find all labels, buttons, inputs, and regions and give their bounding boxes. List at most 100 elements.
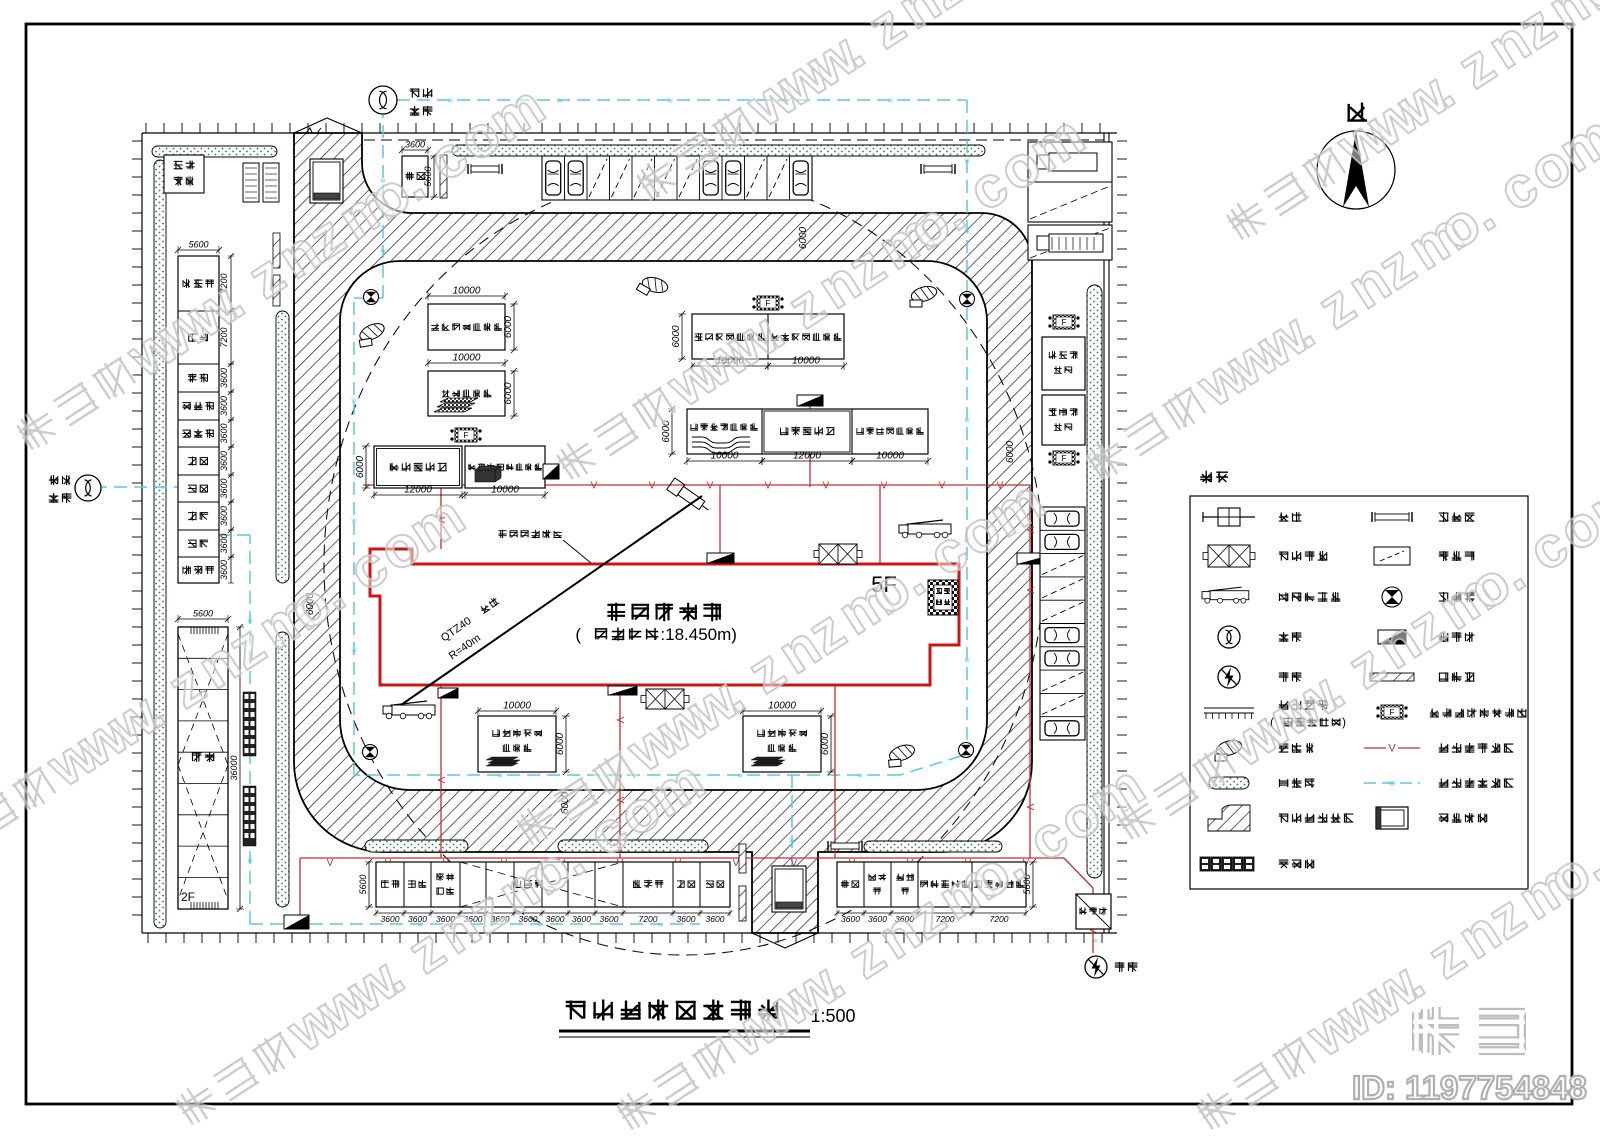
svg-text:2F: 2F xyxy=(181,890,195,904)
svg-text:5600: 5600 xyxy=(423,166,433,186)
svg-text:3600: 3600 xyxy=(841,914,860,924)
svg-text:V: V xyxy=(614,797,625,804)
svg-text:w: w xyxy=(246,618,253,625)
svg-text:7200: 7200 xyxy=(936,914,955,924)
svg-text:3600: 3600 xyxy=(219,423,229,443)
svg-text:w: w xyxy=(963,658,970,665)
svg-text:V: V xyxy=(435,777,446,784)
svg-text:3600: 3600 xyxy=(868,914,887,924)
svg-text:6000: 6000 xyxy=(798,226,809,249)
svg-text:V: V xyxy=(791,858,798,869)
svg-text:w: w xyxy=(656,922,663,929)
svg-text:w: w xyxy=(446,98,453,105)
svg-text:6000: 6000 xyxy=(820,732,831,755)
svg-text:10000: 10000 xyxy=(768,701,796,712)
svg-text:w: w xyxy=(856,773,863,780)
svg-text:6000: 6000 xyxy=(661,420,672,443)
svg-text:10000: 10000 xyxy=(491,485,519,496)
svg-text:6000: 6000 xyxy=(503,382,514,405)
svg-text:(: ( xyxy=(1270,715,1274,729)
svg-text:w: w xyxy=(416,922,423,929)
svg-text:V: V xyxy=(327,858,334,869)
svg-text:3600: 3600 xyxy=(219,451,229,471)
svg-text:V: V xyxy=(997,481,1004,492)
svg-text:w: w xyxy=(788,838,795,845)
svg-text:10000: 10000 xyxy=(716,356,744,367)
svg-text:3600: 3600 xyxy=(572,914,591,924)
svg-text:V: V xyxy=(591,481,598,492)
svg-text:V: V xyxy=(1388,743,1396,755)
svg-text:6000: 6000 xyxy=(355,455,366,478)
svg-text:10000: 10000 xyxy=(503,701,531,712)
svg-text:w: w xyxy=(536,922,543,929)
svg-text:F: F xyxy=(1062,318,1067,327)
svg-text:V: V xyxy=(614,717,625,724)
svg-text:6000: 6000 xyxy=(560,791,571,814)
svg-text:V: V xyxy=(1087,927,1098,934)
svg-text:F: F xyxy=(766,299,771,308)
svg-text:10000: 10000 xyxy=(711,451,739,462)
svg-text:F: F xyxy=(464,431,469,440)
svg-text:7200: 7200 xyxy=(219,273,229,293)
svg-text:V: V xyxy=(939,481,946,492)
svg-text:7200: 7200 xyxy=(990,914,1009,924)
svg-text:3600: 3600 xyxy=(546,914,565,924)
svg-text:12000: 12000 xyxy=(793,451,821,462)
svg-text:w: w xyxy=(379,248,386,255)
svg-text:3600: 3600 xyxy=(519,914,538,924)
svg-text:6000: 6000 xyxy=(503,315,514,338)
svg-text:10000: 10000 xyxy=(453,286,481,297)
svg-text:3600: 3600 xyxy=(219,560,229,580)
svg-text:w: w xyxy=(1091,938,1098,945)
svg-text:w: w xyxy=(736,773,743,780)
svg-text:w: w xyxy=(496,773,503,780)
svg-text:ID: 1197754848: ID: 1197754848 xyxy=(1352,1069,1587,1106)
svg-text:V: V xyxy=(649,481,656,492)
svg-text:3600: 3600 xyxy=(381,914,400,924)
svg-text:w: w xyxy=(963,538,970,545)
svg-text:7200: 7200 xyxy=(219,327,229,347)
svg-text:3600: 3600 xyxy=(895,914,914,924)
svg-text:5F: 5F xyxy=(871,572,897,597)
svg-text:w: w xyxy=(350,398,357,405)
svg-text:6000: 6000 xyxy=(305,592,316,615)
svg-text:10000: 10000 xyxy=(453,353,481,364)
svg-text:V: V xyxy=(707,481,714,492)
svg-text:3600: 3600 xyxy=(600,914,619,924)
svg-text:w: w xyxy=(963,418,970,425)
svg-text:3600: 3600 xyxy=(464,914,483,924)
svg-text:36000: 36000 xyxy=(229,755,239,780)
svg-text:12000: 12000 xyxy=(404,485,432,496)
svg-text:V: V xyxy=(1024,527,1035,534)
svg-text:1:500: 1:500 xyxy=(810,1006,855,1026)
svg-text:3600: 3600 xyxy=(219,506,229,526)
svg-text:w: w xyxy=(1388,779,1395,788)
svg-text:V: V xyxy=(823,481,830,492)
svg-text:w: w xyxy=(379,178,386,185)
svg-text:w: w xyxy=(246,858,253,865)
svg-text:3600: 3600 xyxy=(706,914,725,924)
svg-text:): ) xyxy=(1342,715,1346,729)
svg-text:w: w xyxy=(886,98,893,105)
svg-text::18.450m): :18.450m) xyxy=(660,625,737,644)
svg-text:3600: 3600 xyxy=(405,140,425,150)
svg-text:V: V xyxy=(1024,587,1035,594)
svg-text:(: ( xyxy=(575,625,581,644)
svg-text:10000: 10000 xyxy=(876,451,904,462)
svg-text:5600: 5600 xyxy=(193,609,213,619)
svg-text:6000: 6000 xyxy=(555,732,566,755)
svg-text:V: V xyxy=(765,481,772,492)
svg-text:w: w xyxy=(556,98,563,105)
svg-text:3600: 3600 xyxy=(219,396,229,416)
svg-text:w: w xyxy=(666,98,673,105)
svg-text:V: V xyxy=(435,517,446,524)
svg-text:w: w xyxy=(776,98,783,105)
svg-text:w: w xyxy=(963,228,970,235)
svg-text:V: V xyxy=(881,481,888,492)
svg-text:w: w xyxy=(350,648,357,655)
svg-text:10000: 10000 xyxy=(792,356,820,367)
svg-text:F: F xyxy=(1390,708,1395,717)
svg-text:6000: 6000 xyxy=(1005,440,1016,463)
svg-text:3600: 3600 xyxy=(491,914,510,924)
svg-text:3600: 3600 xyxy=(219,478,229,498)
